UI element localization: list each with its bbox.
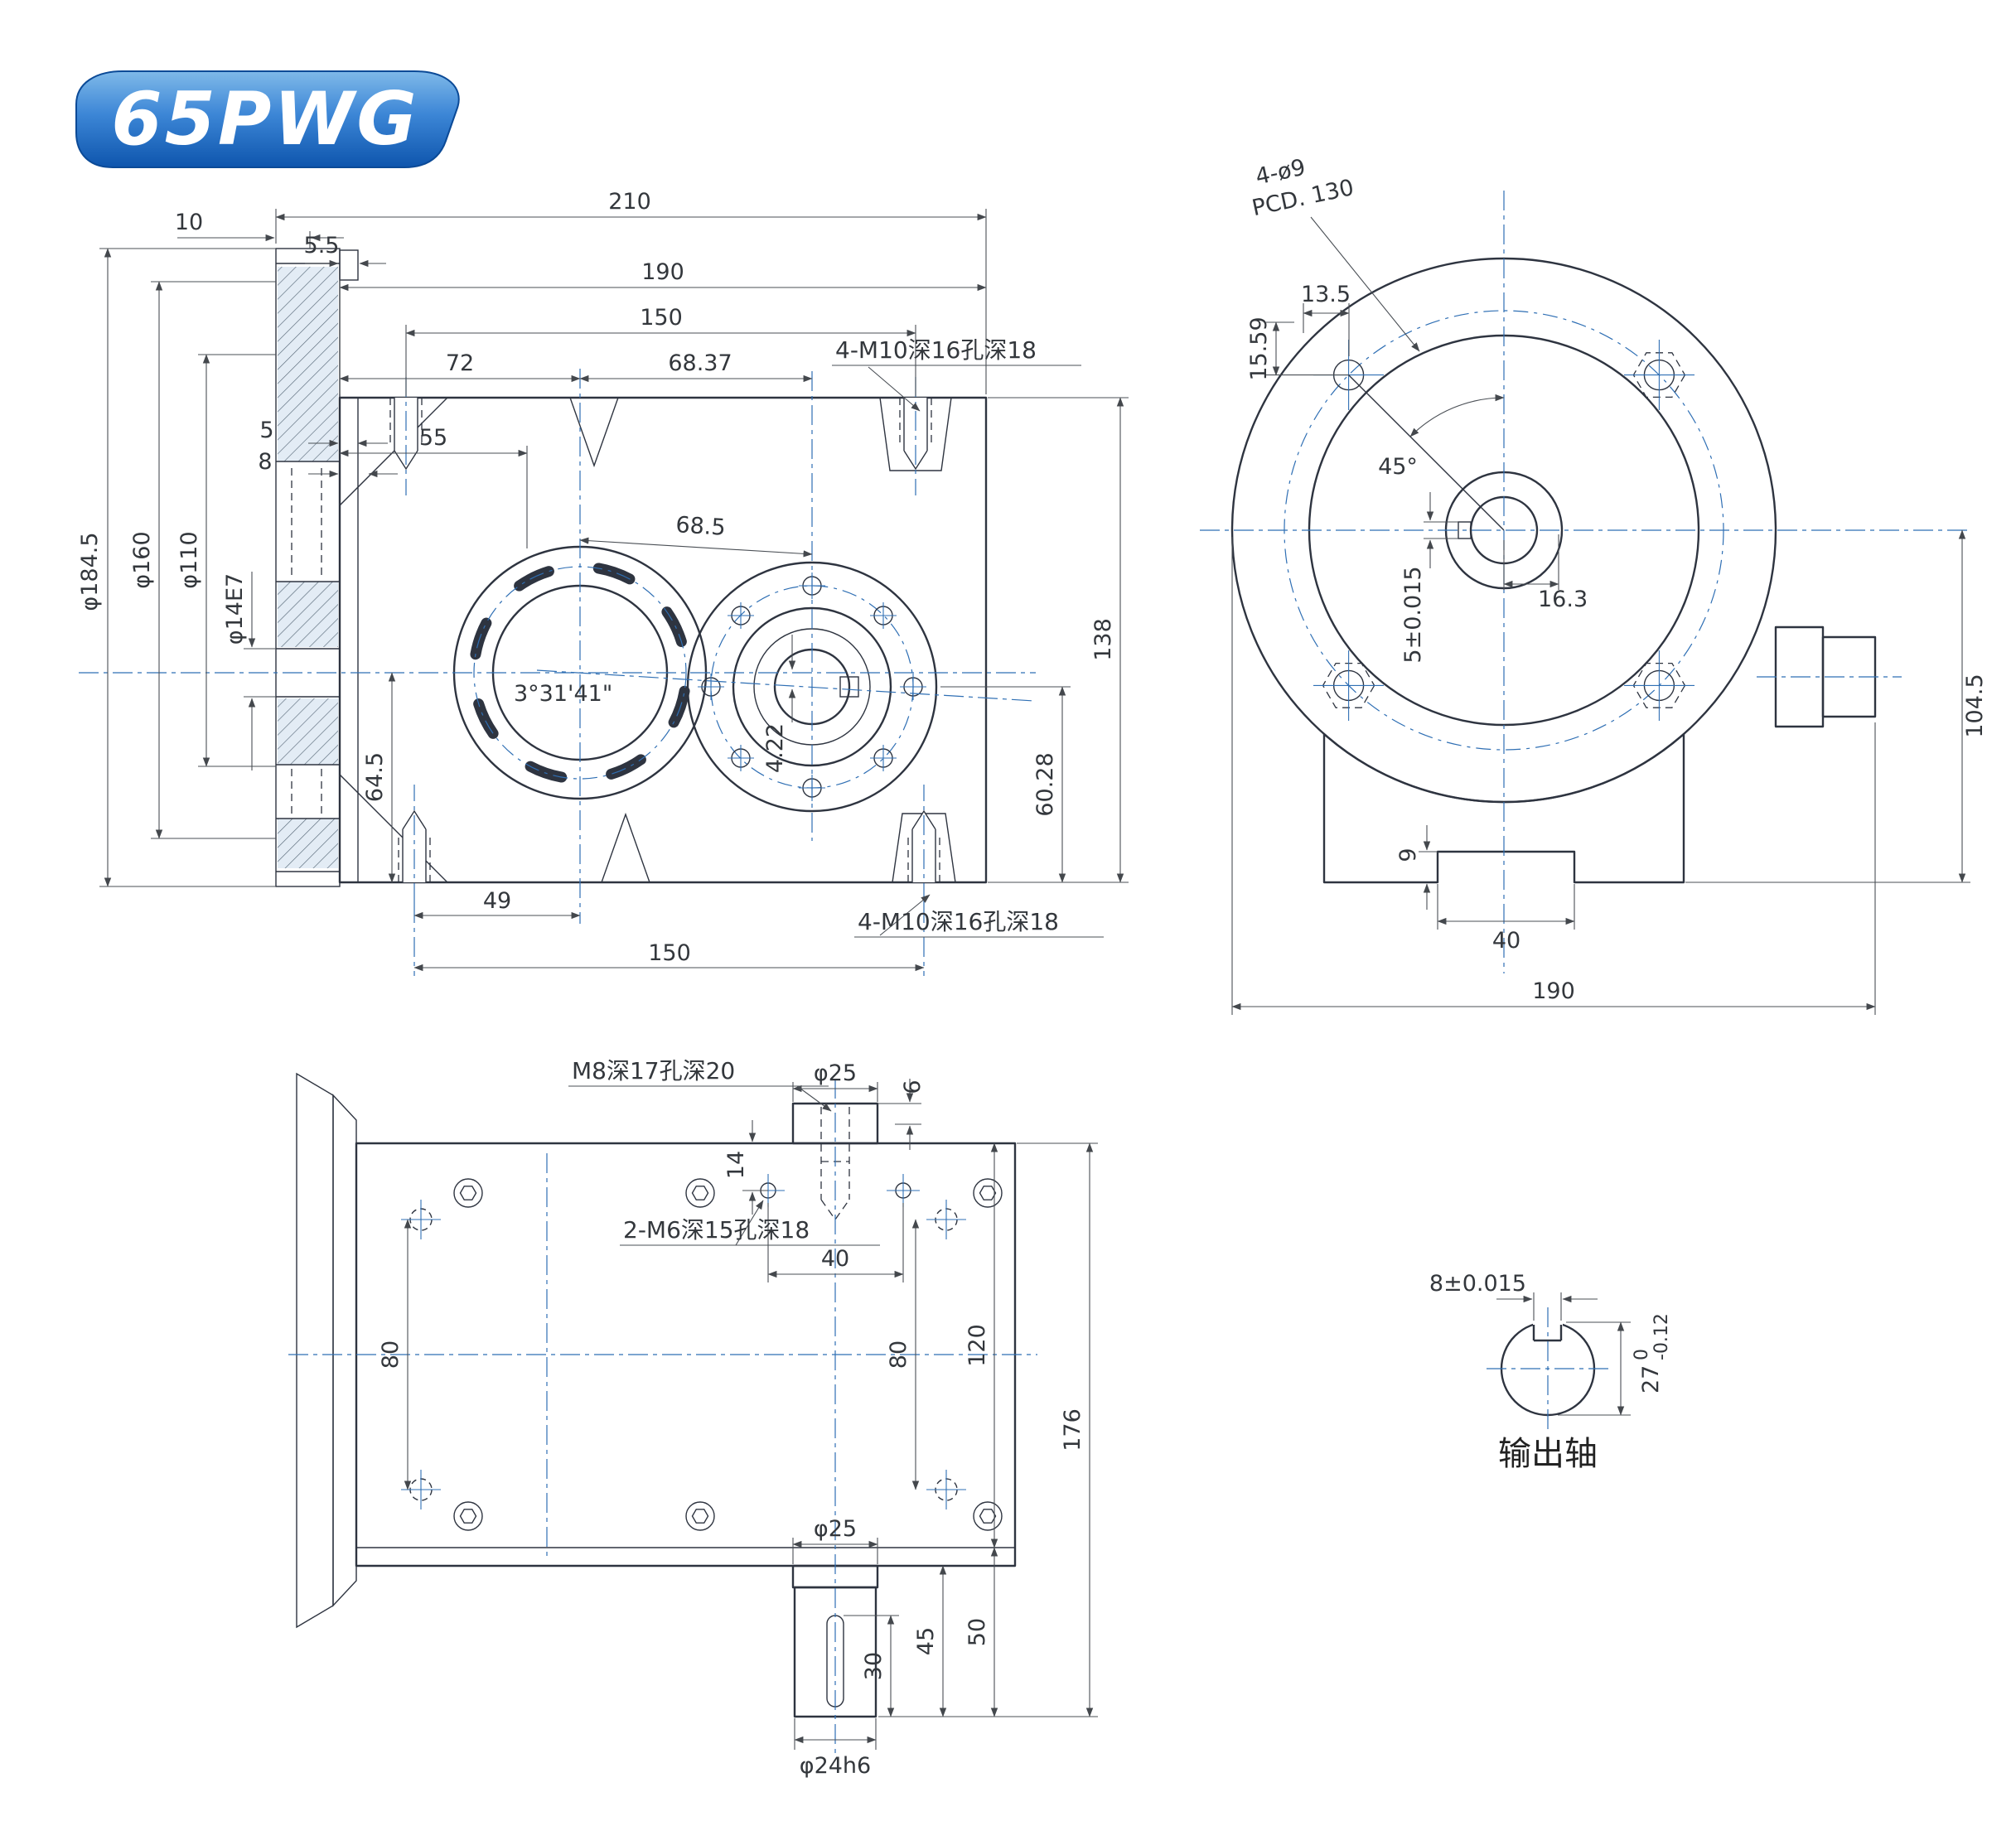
dim-d25-bottom-label: φ25 [814,1516,857,1542]
dim-16-3-label: 16.3 [1538,587,1588,612]
gearbox-body-front [338,396,988,884]
dim-27-tol-upper: 0 [1632,1349,1652,1360]
dim-15-59-label: 15.59 [1246,316,1272,380]
pcd-note: 4-ø9 PCD. 130 [1250,155,1356,222]
dim-190-side-label: 190 [1532,978,1575,1004]
dim-190-label: 190 [641,259,684,285]
dim-6-label: 6 [900,1080,926,1094]
front-view-dimensions [99,209,1129,972]
dim-68-5-label: 68.5 [675,512,727,541]
dim-key5-label: 5±0.015 [1400,566,1426,663]
dim-13-5-label: 13.5 [1301,282,1351,307]
dim-150-bottom-label: 150 [648,940,691,966]
dim-27-tol-lower: -0.12 [1651,1313,1672,1360]
tap-note-top: 4-M10深16孔深18 [835,336,1037,364]
model-badge: 65PWG [75,70,460,168]
dim-80-left-label: 80 [378,1340,404,1369]
dim-68-37-label: 68.37 [668,350,732,376]
shaft-detail-dimensions [1496,1292,1631,1416]
dim-d184-5-label: φ184.5 [77,532,103,611]
dim-49-label: 49 [483,888,511,914]
dim-55-label: 55 [419,425,447,451]
dim-45deg-label: 45° [1378,454,1418,480]
dim-40-label: 40 [1492,928,1520,954]
dim-14-label: 14 [723,1151,749,1179]
output-keyway-front [839,676,859,698]
dim-10-label: 10 [175,210,203,235]
model-number: 65PWG [111,76,418,162]
dim-138-label: 138 [1090,618,1116,661]
holes-note-label: 4-ø9 [1254,155,1308,191]
tapped-hole-bottom-right [907,784,940,904]
dim-50-label: 50 [964,1618,990,1646]
dim-angle-label: 3°31'41" [514,681,612,707]
dim-80-right-label: 80 [886,1340,911,1369]
dim-key8-label: 8±0.015 [1429,1271,1526,1297]
tap-note-m8: M8深17孔深20 [572,1057,735,1084]
dim-45-label: 45 [913,1627,939,1655]
side-view: 4-ø9 PCD. 130 13.5 15.59 45° 5±0.015 16.… [1200,155,1988,1015]
dim-64-5-label: 64.5 [362,752,388,802]
dim-40-bottom-label: 40 [821,1246,849,1272]
dim-60-28-label: 60.28 [1032,752,1058,816]
dim-4-22-label: 4.22 [762,723,788,773]
dim-210-label: 210 [608,189,651,215]
dim-104-5-label: 104.5 [1962,674,1988,737]
dim-d160-label: φ160 [129,531,155,588]
dim-150-top-label: 150 [640,305,683,331]
dim-27-label: 27 [1638,1365,1664,1394]
dim-d110-label: φ110 [176,531,202,588]
tap-note-m6: 2-M6深15孔深18 [623,1216,810,1244]
dim-176-label: 176 [1060,1408,1085,1451]
tapped-hole-bottom-left [398,784,431,904]
dim-30-label: 30 [861,1652,887,1680]
dim-9-label: 9 [1395,848,1421,862]
dim-120-label: 120 [964,1324,990,1367]
dim-d24h6-label: φ24h6 [800,1753,871,1779]
dim-5-label: 5 [259,418,273,443]
bottom-view-dimensions [404,1079,1098,1750]
dim-5-5-label: 5.5 [304,233,340,258]
tap-note-bottom: 4-M10深16孔深18 [858,908,1059,935]
side-view-dimensions [1231,216,1970,1015]
dim-72-label: 72 [446,350,474,376]
dim-d25-top-label: φ25 [814,1060,857,1086]
badge-shape [75,70,460,168]
dim-d14e7-label: φ14E7 [222,573,248,645]
bottom-view: M8深17孔深20 φ25 6 14 2-M6深15孔深18 40 80 80 … [288,1057,1098,1779]
front-view: 210 10 5.5 190 150 72 68.37 55 68.5 3°31… [77,189,1129,976]
dim-8-label: 8 [258,449,272,475]
output-shaft-detail: 8±0.015 27 0 -0.12 输出轴 [1429,1271,1672,1473]
dim-27-group: 27 0 -0.12 [1632,1313,1672,1394]
input-keyway-side [1458,521,1472,539]
output-shaft-title: 输出轴 [1498,1435,1598,1473]
flange-plate-bottom [296,1072,334,1629]
